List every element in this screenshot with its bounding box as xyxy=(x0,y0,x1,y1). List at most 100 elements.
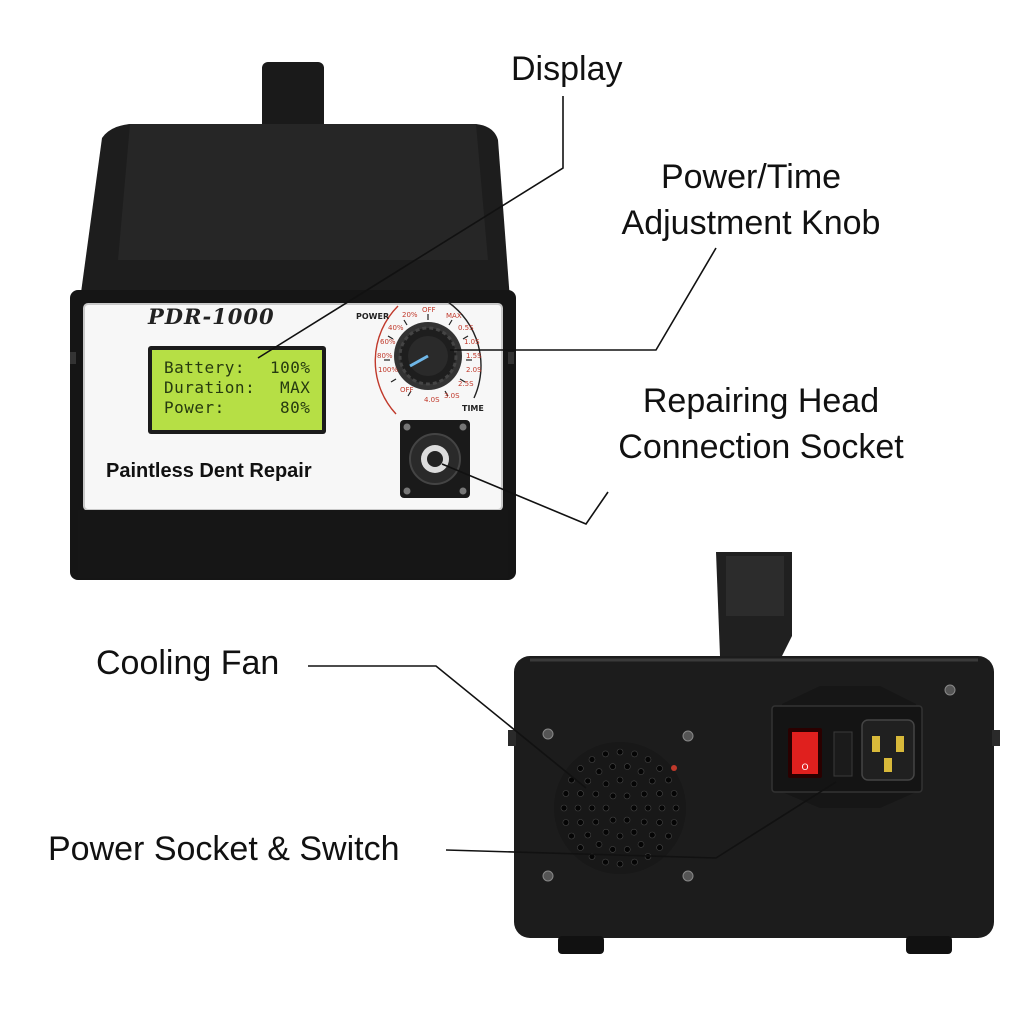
fan-hole xyxy=(577,790,584,797)
dial-right-2: 1.0S xyxy=(464,338,480,346)
fan-hole xyxy=(656,844,663,851)
leader-lines xyxy=(257,96,837,859)
dial-right-7: 4.0S xyxy=(424,396,440,404)
fan-hole xyxy=(644,756,652,763)
callout-socket-line2: Connection Socket xyxy=(618,428,904,466)
dial-right-1: 0.5S xyxy=(458,324,474,332)
fan-hole xyxy=(665,832,672,840)
fan-hole xyxy=(609,846,617,853)
fan-hole xyxy=(630,804,638,812)
brand-label: Paintless Dent Repair xyxy=(106,460,312,482)
lcd-row-3-label: Power: xyxy=(164,398,225,417)
fan-hole xyxy=(656,790,663,797)
dial-left-0: OFF xyxy=(400,386,414,394)
dial-left-3: 60% xyxy=(380,338,396,346)
fan-hole xyxy=(656,819,663,826)
callout-fan: Cooling Fan xyxy=(96,644,280,682)
callout-knob-line2: Adjustment Knob xyxy=(621,204,881,242)
fan-hole xyxy=(644,804,652,812)
fan-hole xyxy=(609,792,617,800)
fan-hole xyxy=(577,844,584,851)
fan-hole xyxy=(623,763,631,770)
dial-left-5: 100% xyxy=(378,366,399,374)
callout-power: Power Socket & Switch xyxy=(48,830,400,868)
fan-hole xyxy=(602,858,609,866)
dial-power-label: POWER xyxy=(356,312,390,321)
fan-hole xyxy=(592,818,600,826)
fan-hole xyxy=(562,790,570,797)
fan-hole xyxy=(623,846,631,853)
dial-right-4: 2.0S xyxy=(466,366,482,374)
fan-hole xyxy=(637,841,645,848)
fan-hole xyxy=(616,776,624,784)
fan-hole xyxy=(623,792,631,800)
dial-right-0: MAX xyxy=(446,312,462,320)
adjustment-knob xyxy=(394,322,462,390)
dial-time-label: TIME xyxy=(462,404,484,413)
fan-hole xyxy=(640,790,648,798)
dial-left-2: 40% xyxy=(388,324,404,332)
fan-hole xyxy=(609,816,617,824)
lcd-screen xyxy=(152,350,322,430)
fan-holes xyxy=(560,748,680,868)
fan-hole xyxy=(630,780,638,788)
fan-hole xyxy=(648,777,656,785)
leader-socket xyxy=(441,463,609,525)
fan-hole xyxy=(602,804,610,812)
fan-hole xyxy=(588,756,596,763)
fan-hole xyxy=(637,768,645,775)
fan-hole xyxy=(670,819,678,826)
fan-hole xyxy=(595,841,603,848)
cooling-fan-grille xyxy=(554,742,686,874)
front-unit xyxy=(70,62,516,580)
fan-hole xyxy=(616,832,624,840)
dial-right-3: 1.5S xyxy=(466,352,482,360)
leader-knob xyxy=(450,247,717,351)
fan-hole xyxy=(648,831,656,839)
fan-hole xyxy=(623,816,631,824)
lcd-row-1-label: Battery: xyxy=(164,358,246,377)
fan-hole xyxy=(588,804,596,812)
lcd-row-2-label: Duration: xyxy=(164,378,256,397)
fan-hole xyxy=(577,819,584,826)
repairing-head-socket xyxy=(400,420,470,498)
leader-power xyxy=(445,781,837,859)
fan-hole xyxy=(577,765,584,772)
fan-hole xyxy=(616,860,624,868)
dial-left-6: OFF xyxy=(422,306,436,314)
fan-hole xyxy=(631,750,638,758)
leader-fan xyxy=(308,665,587,789)
callout-knob-line1: Power/Time xyxy=(660,158,842,196)
leader-display xyxy=(257,96,564,359)
dial-right-6: 3.0S xyxy=(444,392,460,400)
fan-hole xyxy=(592,790,600,798)
fan-hole xyxy=(595,768,603,775)
power-socket-module: O xyxy=(771,686,923,808)
lcd-row-1-value: 100% xyxy=(270,358,311,377)
dial-right-5: 2.5S xyxy=(458,380,474,388)
fan-hole xyxy=(568,832,575,840)
callout-socket-line1: Repairing Head xyxy=(642,382,880,420)
fan-hole xyxy=(665,776,672,784)
fan-hole xyxy=(609,763,617,770)
fan-hole xyxy=(672,804,680,812)
fan-hole xyxy=(602,828,610,836)
fan-hole xyxy=(658,804,666,812)
lcd-row-2-value: MAX xyxy=(280,378,311,397)
fan-hole xyxy=(560,804,568,812)
dial-left-4: 80% xyxy=(377,352,393,360)
fan-hole xyxy=(630,828,638,836)
dial-left-1: 20% xyxy=(402,311,418,319)
rear-unit: O xyxy=(508,552,1000,954)
callout-display: Display xyxy=(511,50,623,88)
fan-hole xyxy=(584,831,592,839)
fan-hole xyxy=(656,765,663,772)
fan-hole xyxy=(562,819,570,826)
fan-hole xyxy=(631,858,638,866)
fan-hole xyxy=(602,750,609,758)
fan-hole xyxy=(640,818,648,826)
model-name: PDR-1000 xyxy=(148,304,275,329)
fan-hole xyxy=(584,777,592,785)
